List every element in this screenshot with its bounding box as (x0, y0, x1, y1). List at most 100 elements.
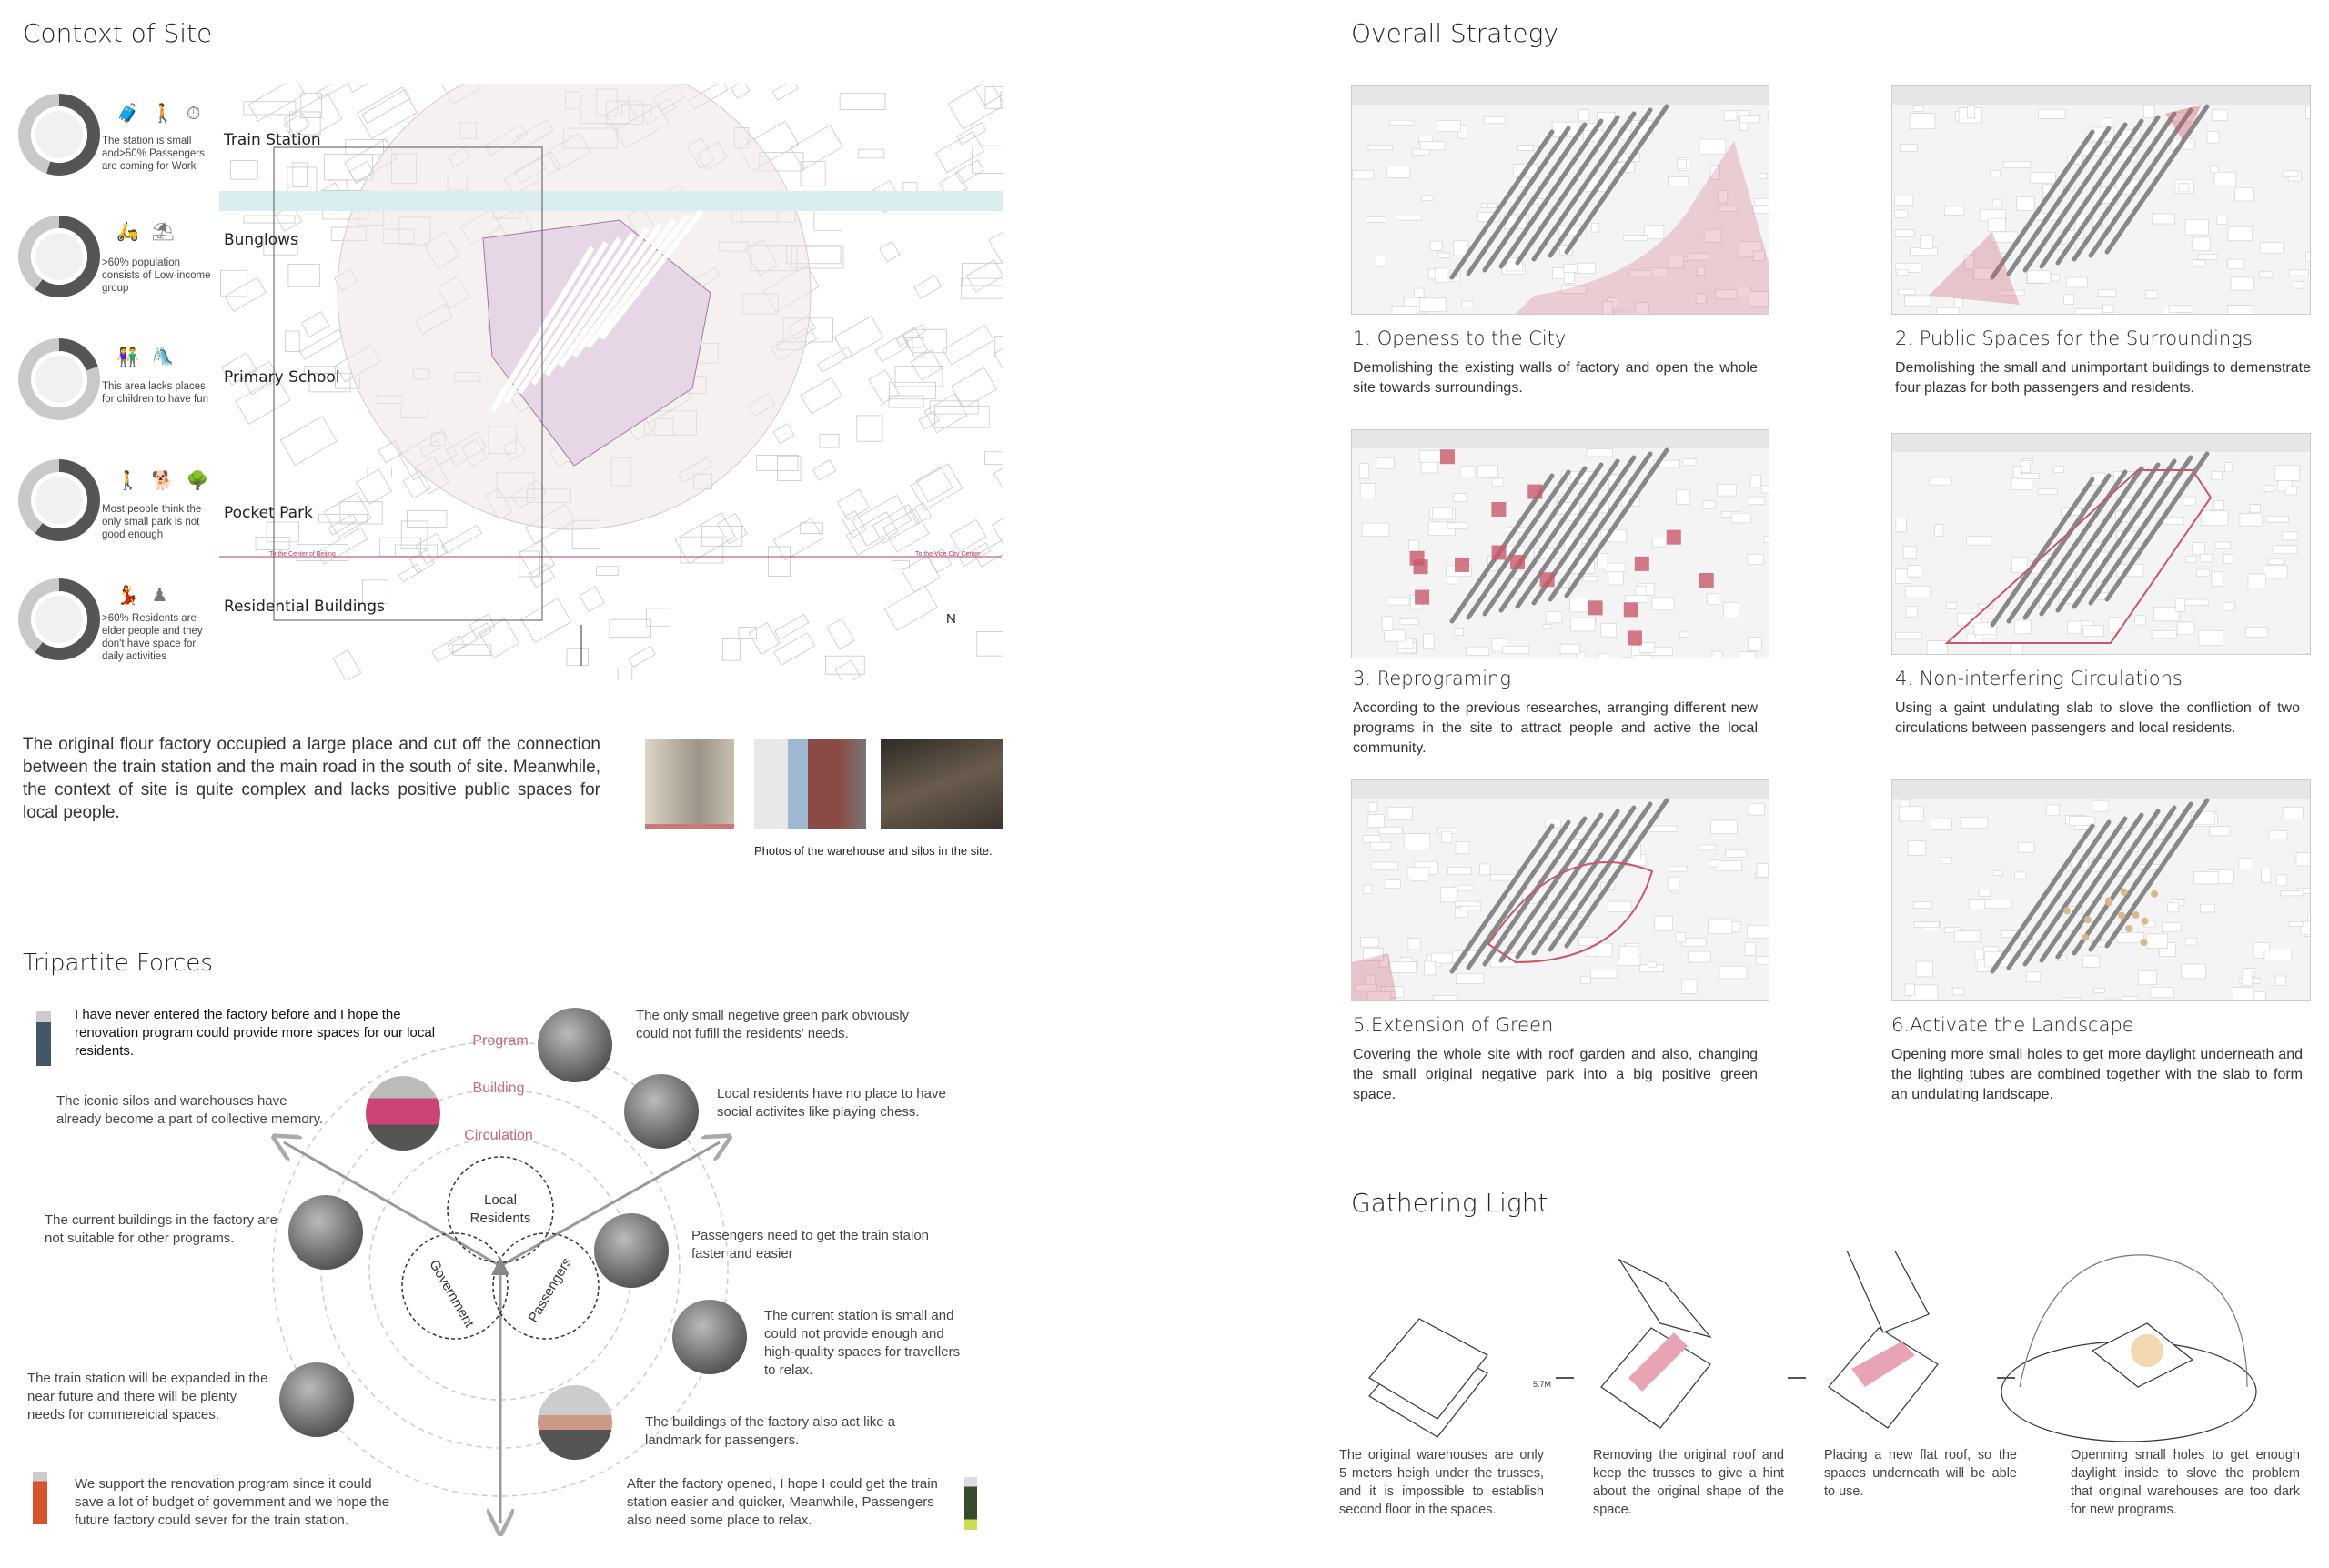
warehouse-block (1548, 451, 1653, 602)
map-label-bunglows: Bunglows (224, 231, 298, 249)
road-label-right: To the Vice City Center (915, 551, 981, 558)
ring-label-circulation: Circulation (464, 1128, 533, 1143)
program-icon (1699, 572, 1714, 588)
map-building (300, 311, 330, 338)
map-building (519, 539, 556, 578)
map-building (918, 410, 940, 430)
map-building (289, 111, 321, 136)
map-building (841, 510, 867, 538)
map-label-primary-school: Primary School (224, 368, 340, 387)
height-label: 5.7M (1533, 1380, 1551, 1389)
map-building (292, 162, 308, 187)
map-building (731, 80, 751, 99)
strategy-image-2 (1891, 85, 2311, 315)
map-building (889, 381, 936, 400)
warehouse-block (1515, 115, 1620, 266)
warehouse-block (1548, 801, 1653, 952)
warehouse (558, 223, 663, 367)
map-building (934, 405, 990, 428)
map-building (839, 92, 886, 110)
map-building (993, 462, 1023, 494)
program-icon (1415, 589, 1430, 605)
quote-government: We support the renovation program since … (75, 1476, 390, 1528)
map-building (617, 667, 633, 687)
map-building (991, 498, 1049, 546)
map-building (263, 235, 298, 256)
photo-passenger (594, 1213, 669, 1288)
map-building (431, 635, 466, 662)
warehouse-block (2104, 451, 2210, 602)
donut-chart (18, 94, 100, 176)
context-description: The original flour factory occupied a la… (23, 735, 600, 822)
map-building (837, 488, 871, 521)
warehouse (544, 227, 650, 377)
warehouse-flat-roof (1828, 1251, 1939, 1429)
map-building (255, 537, 290, 550)
warehouse-block (2088, 801, 2193, 952)
map-building (857, 148, 885, 159)
people-icons: 🚶 🐕 🌳 (116, 471, 213, 491)
map-building (400, 520, 428, 550)
map-building (984, 451, 1010, 466)
program-icon (1413, 559, 1428, 575)
strategy-text: Demolishing the small and unimportant bu… (1895, 360, 2311, 396)
warehouse-block (1498, 118, 1604, 269)
stat-text: >60% Residents are elder people and they… (102, 613, 203, 662)
map-building (874, 334, 911, 363)
map-building (441, 524, 482, 554)
map-building (721, 638, 741, 661)
north-arrow: N (946, 611, 956, 627)
map-building (923, 393, 968, 434)
photo-station-travellers (672, 1300, 747, 1374)
map-building (243, 101, 297, 116)
ring-label-program: Program (472, 1033, 529, 1049)
donut-chart (18, 216, 100, 297)
map-building (356, 468, 392, 505)
map-building (243, 215, 296, 224)
map-building (701, 525, 743, 548)
map-building (519, 550, 540, 578)
warehouse-block (2104, 104, 2210, 255)
map-building (772, 518, 824, 561)
map-building (912, 328, 947, 354)
photo-chess (624, 1074, 699, 1149)
note: The iconic silos and warehouses have alr… (56, 1093, 324, 1127)
gathering-title: Gathering Light (1351, 1188, 1548, 1218)
strategy-text: Opening more small holes to get more day… (1891, 1047, 2303, 1102)
strategy-image-3 (1351, 429, 1769, 658)
stat-text: >60% population consists of Low-income g… (102, 257, 211, 294)
map-building (972, 145, 1006, 174)
stat-text: Most people think the only small park is… (102, 504, 202, 540)
map-building (958, 542, 992, 568)
map-building (367, 467, 393, 477)
warehouse-block (2039, 812, 2144, 963)
map-building (415, 533, 449, 565)
program-icon (1491, 501, 1507, 517)
warehouse-block (1482, 466, 1588, 617)
map-building (949, 518, 987, 553)
donut-chart (18, 459, 100, 541)
note: The buildings of the factory also act li… (645, 1414, 896, 1448)
map-building (304, 366, 336, 375)
map-building (965, 259, 1004, 293)
map-building (596, 566, 619, 576)
warehouse-block (2022, 816, 2128, 967)
map-building (247, 76, 306, 122)
arrow-passengers (499, 1142, 720, 1268)
warehouse-block (1498, 462, 1604, 613)
context-title: Context of Site (23, 18, 213, 48)
map-building (308, 372, 351, 393)
map-building (716, 512, 748, 545)
map-building (772, 423, 795, 445)
map-building (800, 161, 826, 187)
warehouse-block (2072, 458, 2177, 609)
strategy-text: Using a gaint undulating slab to slove t… (1895, 700, 2300, 736)
warehouse-block (2006, 819, 2112, 970)
map-building (956, 122, 987, 146)
warehouse-block (2039, 466, 2144, 617)
map-building (954, 159, 984, 184)
program-icon (1588, 600, 1603, 616)
map-building (901, 555, 941, 593)
map-building (910, 349, 943, 381)
map-building (402, 470, 431, 499)
